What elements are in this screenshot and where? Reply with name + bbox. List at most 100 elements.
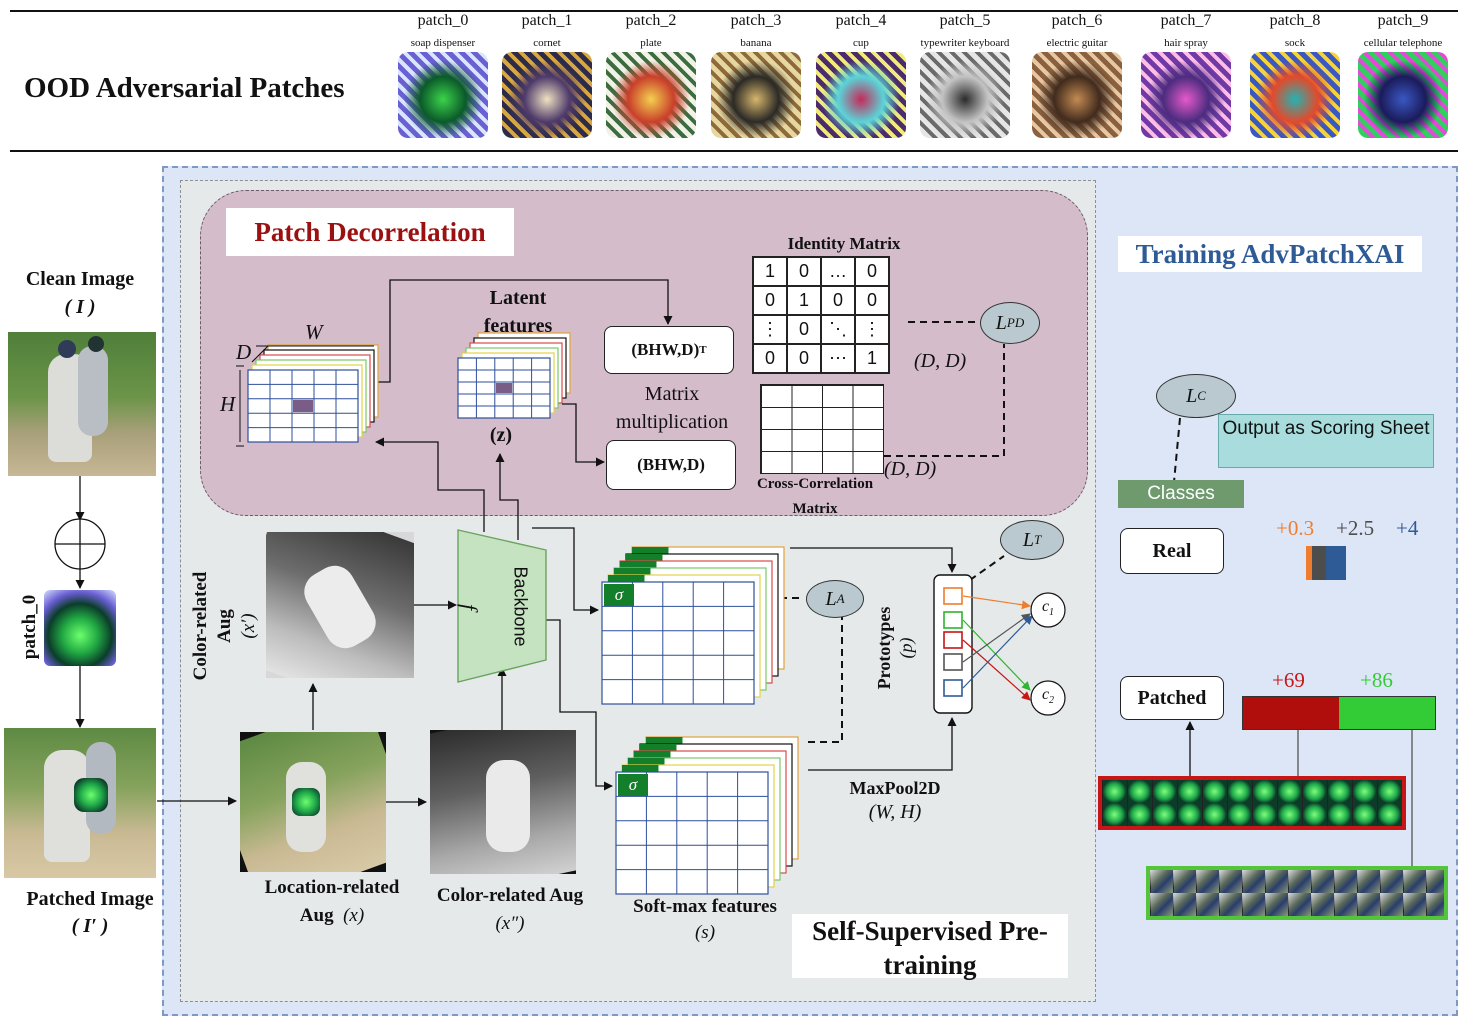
identity-cell: 1 xyxy=(753,257,787,286)
patch-0-thumbnail xyxy=(44,590,116,666)
feature-layer-head xyxy=(634,751,671,760)
feature-layer-head xyxy=(622,765,659,774)
adversarial-patch-image xyxy=(606,52,696,138)
training-title: Training AdvPatchXAI xyxy=(1118,236,1422,272)
red-prototype-strip xyxy=(1098,776,1406,830)
color-aug2-line1: Color-related Aug xyxy=(436,885,584,906)
real-box: Real xyxy=(1120,528,1224,574)
location-aug-symbol: (x) xyxy=(343,905,365,926)
patched-score-green: +86 xyxy=(1360,668,1393,692)
feature-layer-head xyxy=(628,758,665,767)
top-rule xyxy=(10,10,1458,12)
patched-bar-green xyxy=(1339,697,1435,729)
latent-title-line1: Latent xyxy=(489,287,547,309)
patched-image-symbol: ( I′ ) xyxy=(71,915,109,937)
identity-cell: ⋱ xyxy=(821,315,855,344)
prototypes-text: Prototypes xyxy=(874,606,894,690)
real-bar-gray xyxy=(1312,546,1326,580)
patch-class-label: sock xyxy=(1284,37,1306,49)
identity-cell: 0 xyxy=(753,286,787,315)
maxpool-label: MaxPool2D (W, H) xyxy=(830,776,960,824)
bhwd-box: (BHW,D) xyxy=(606,440,736,490)
adversarial-patch-image xyxy=(816,52,906,138)
adversarial-patch-image xyxy=(1358,52,1448,138)
adversarial-patch-image xyxy=(1250,52,1340,138)
grid-line xyxy=(251,345,269,363)
patched-bar-red xyxy=(1243,697,1339,729)
feature-layer-head xyxy=(632,547,669,556)
patch-class-label: typewriter keyboard xyxy=(920,37,1010,49)
class-c2-symbol: c xyxy=(1041,686,1050,703)
cross-correlation-title: Cross-Correlation Matrix xyxy=(740,472,890,522)
identity-cell: 1 xyxy=(787,286,821,315)
patch-class-label: plate xyxy=(640,37,662,49)
cross-title-line2: Matrix xyxy=(792,501,838,517)
real-bar-blue xyxy=(1326,546,1346,580)
identity-cell: … xyxy=(821,257,855,286)
bhwd-text: (BHW,D) xyxy=(637,455,705,474)
patch-class-label: cellular telephone xyxy=(1363,37,1443,49)
latent-title: Latent features xyxy=(452,284,584,340)
feature-layer-head xyxy=(646,737,683,746)
patch-class-label: hair spray xyxy=(1164,37,1208,49)
patch-class-label: electric guitar xyxy=(1046,37,1108,49)
identity-cell: 0 xyxy=(855,257,889,286)
loss-t-sub: T xyxy=(1033,532,1042,547)
color-aug-symbol: (x′) xyxy=(238,613,259,639)
feature-layer-head xyxy=(626,554,663,563)
pretraining-title: Self-Supervised Pre- training xyxy=(792,914,1068,980)
color-aug2-label: Color-related Aug (x″) xyxy=(418,882,602,938)
bhwd-transpose-box: (BHW,D) T xyxy=(604,326,734,374)
maxpool-symbol: (W, H) xyxy=(868,801,922,823)
identity-cell: 0 xyxy=(855,286,889,315)
patched-image xyxy=(4,728,156,878)
patched-image-label: Patched Image xyxy=(26,888,154,910)
patch-class-label: cornet xyxy=(533,37,561,49)
color-aug-image-2 xyxy=(430,730,576,874)
patch-id-label: patch_3 xyxy=(730,12,782,29)
identity-cell: ⋮ xyxy=(855,315,889,344)
adversarial-patch-image xyxy=(1032,52,1122,138)
matrix-mult-line1: Matrix xyxy=(644,383,700,405)
latent-symbol: (z) xyxy=(489,424,513,446)
sigma-2: σ xyxy=(618,774,648,796)
identity-cell: 0 xyxy=(787,257,821,286)
clean-image-label: Clean Image xyxy=(25,268,135,290)
sigma-1: σ xyxy=(604,584,634,606)
matrix-mult-label: Matrix multiplication xyxy=(596,380,748,436)
real-bar-orange xyxy=(1306,546,1312,580)
color-aug2-symbol: (x″) xyxy=(495,913,525,934)
clean-image xyxy=(8,332,156,476)
header-rule xyxy=(10,150,1458,152)
softmax-label: Soft-max features (s) xyxy=(610,894,800,946)
adversarial-patch-image xyxy=(502,52,592,138)
patch-id-label: patch_4 xyxy=(835,12,887,29)
adversarial-patch-image xyxy=(920,52,1010,138)
highlight-cell xyxy=(293,399,313,413)
latent-title-line2: features xyxy=(483,315,553,337)
color-aug-label: Color-related Aug (x′) xyxy=(189,551,261,701)
class-c2-sub: 2 xyxy=(1049,695,1055,707)
patch-id-label: patch_0 xyxy=(417,12,469,29)
class-c2: c2 xyxy=(1031,686,1065,706)
cross-dim: (D, D) xyxy=(884,458,937,480)
patch-0-side-label: patch_0 xyxy=(19,594,40,660)
patched-score-red: +69 xyxy=(1272,668,1305,692)
patch-id-label: patch_5 xyxy=(939,12,991,29)
decorrelation-title: Patch Decorrelation xyxy=(226,208,514,256)
identity-cell: 0 xyxy=(821,286,855,315)
adversarial-patch-image xyxy=(711,52,801,138)
real-score-blue: +4 xyxy=(1396,516,1419,540)
dim-w: W xyxy=(305,320,323,344)
loss-pd-symbol: L xyxy=(995,311,1007,334)
identity-cell: 0 xyxy=(753,344,787,373)
location-aug-label: Location-related Aug (x) xyxy=(246,874,418,930)
feature-layer-head xyxy=(608,575,645,584)
softmax-symbol: (s) xyxy=(694,922,716,943)
identity-cell: 0 xyxy=(787,344,821,373)
color-aug-line1: Color-related xyxy=(190,571,211,681)
patch-id-label: patch_8 xyxy=(1269,12,1321,29)
